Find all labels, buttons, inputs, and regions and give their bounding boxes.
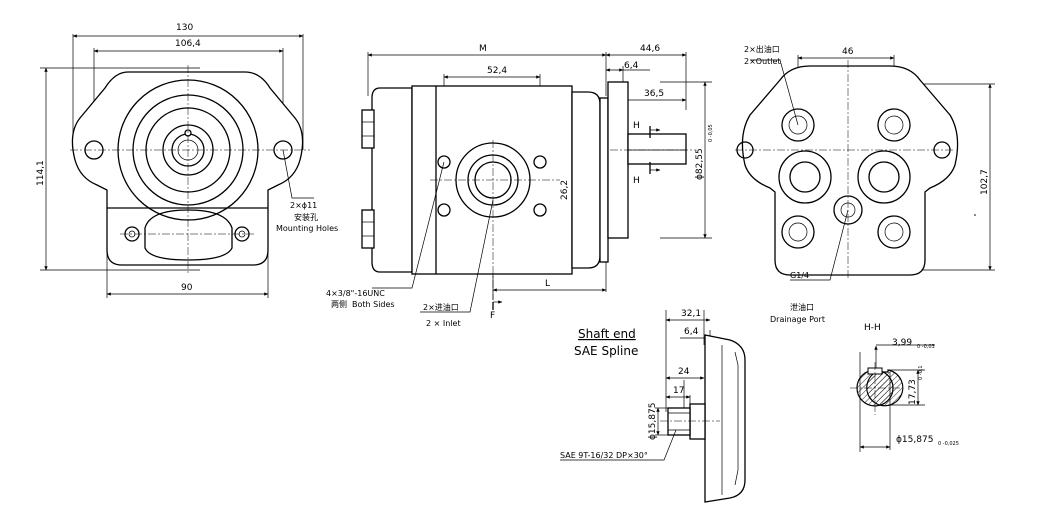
spline-spec: SAE 9T-16/32 DP×30° — [560, 451, 648, 460]
hh-dia-tol: 0 -0,025 — [938, 441, 959, 447]
pilot-tolerance: 0 -0,05 — [708, 124, 714, 142]
dim-shaft-total-label: 44,6 — [640, 44, 660, 54]
mounting-holes-cn: 安装孔 — [294, 212, 318, 222]
rear-body-outline — [741, 65, 959, 276]
dim-L-label: L — [545, 279, 550, 289]
dim-bolt-spacing-label: 106,4 — [175, 39, 201, 49]
dim-hh-dia: ϕ15,875 — [896, 435, 933, 445]
shaft-end-view: Shaft end SAE Spline 32,1 6,4 24 17 ϕ15,… — [560, 309, 746, 503]
dim-short: 17 — [673, 386, 684, 396]
inlet-en: 2 × Inlet — [426, 319, 461, 328]
side-view: M 44,6 6,4 36,5 52,4 26,2 L ϕ82,55 0 -0,… — [326, 44, 714, 328]
rear-view: 46 102,7 2×出油口 2×Outlet G1/4 泄油口 Drainag… — [735, 44, 995, 324]
both-sides-en: Both Sides — [352, 300, 395, 309]
outlet-en: 2×Outlet — [744, 57, 781, 66]
mounting-holes-en: Mounting Holes — [276, 224, 338, 233]
side-rear-cover — [371, 87, 413, 273]
drain-size: G1/4 — [790, 271, 809, 280]
dim-spline-dia: ϕ15,875 — [648, 403, 658, 440]
dim-key-width: 3,99 — [892, 338, 912, 348]
dim-port-height-label: 26,2 — [560, 180, 570, 200]
dim-shaft-total: 32,1 — [681, 309, 701, 319]
outlet-port-left — [781, 108, 815, 142]
dim-height-label: 114,1 — [36, 160, 46, 186]
dim-shaft-len-label: 36,5 — [644, 89, 664, 99]
dim-key-depth: 17,73 — [908, 379, 918, 405]
key-depth-tol: 0 -0,1 — [918, 365, 924, 380]
section-hh-view: H-H 3,99 0 -0,03 17,73 0 -0,1 ϕ15,875 0 … — [850, 323, 959, 452]
inlet-cn: 2×进油口 — [423, 302, 459, 312]
dim-rear-height-label: 102,7 — [980, 169, 990, 195]
drain-en: Drainage Port — [770, 315, 825, 324]
dim-pilot-dia-label: ϕ82,55 — [695, 148, 705, 180]
shaft-end-title: Shaft end — [578, 327, 636, 341]
dim-M-label: M — [479, 44, 487, 54]
section-hh-title: H-H — [864, 323, 881, 333]
dim-outlet-spacing-label: 46 — [842, 47, 854, 57]
view-mark-F: F — [490, 311, 495, 321]
side-shaft — [627, 133, 687, 165]
spline-shaft — [667, 407, 691, 436]
outlet-cn: 2×出油口 — [744, 44, 780, 54]
dim-base-label: 90 — [181, 283, 193, 293]
dim-shaft-flange: 6,4 — [684, 327, 699, 337]
key-width-tol: 0 -0,03 — [917, 344, 935, 350]
outlet-port-right — [877, 108, 911, 142]
shaft-end-flange — [704, 334, 746, 503]
drain-cn: 泄油口 — [790, 302, 814, 312]
front-flange-outline — [71, 71, 304, 266]
mounting-hole-size: 2×ϕ11 — [290, 201, 317, 210]
dim-port-spacing-label: 52,4 — [487, 66, 507, 76]
both-sides-cn: 两侧 — [331, 299, 347, 309]
side-mount-flange — [607, 81, 629, 239]
dim-width-label: 130 — [176, 23, 193, 33]
front-view: 130 106,4 114,1 90 2×ϕ11 安装孔 Mounting Ho… — [36, 23, 338, 298]
shaft-end-subtitle: SAE Spline — [574, 344, 638, 358]
dim-flange-label: 6,4 — [624, 61, 639, 71]
section-mark-bottom: H — [633, 176, 640, 186]
thread-spec: 4×3/8"-16UNC — [326, 289, 385, 298]
section-mark-top: H — [633, 121, 640, 131]
dim-spline-len: 24 — [678, 367, 690, 377]
